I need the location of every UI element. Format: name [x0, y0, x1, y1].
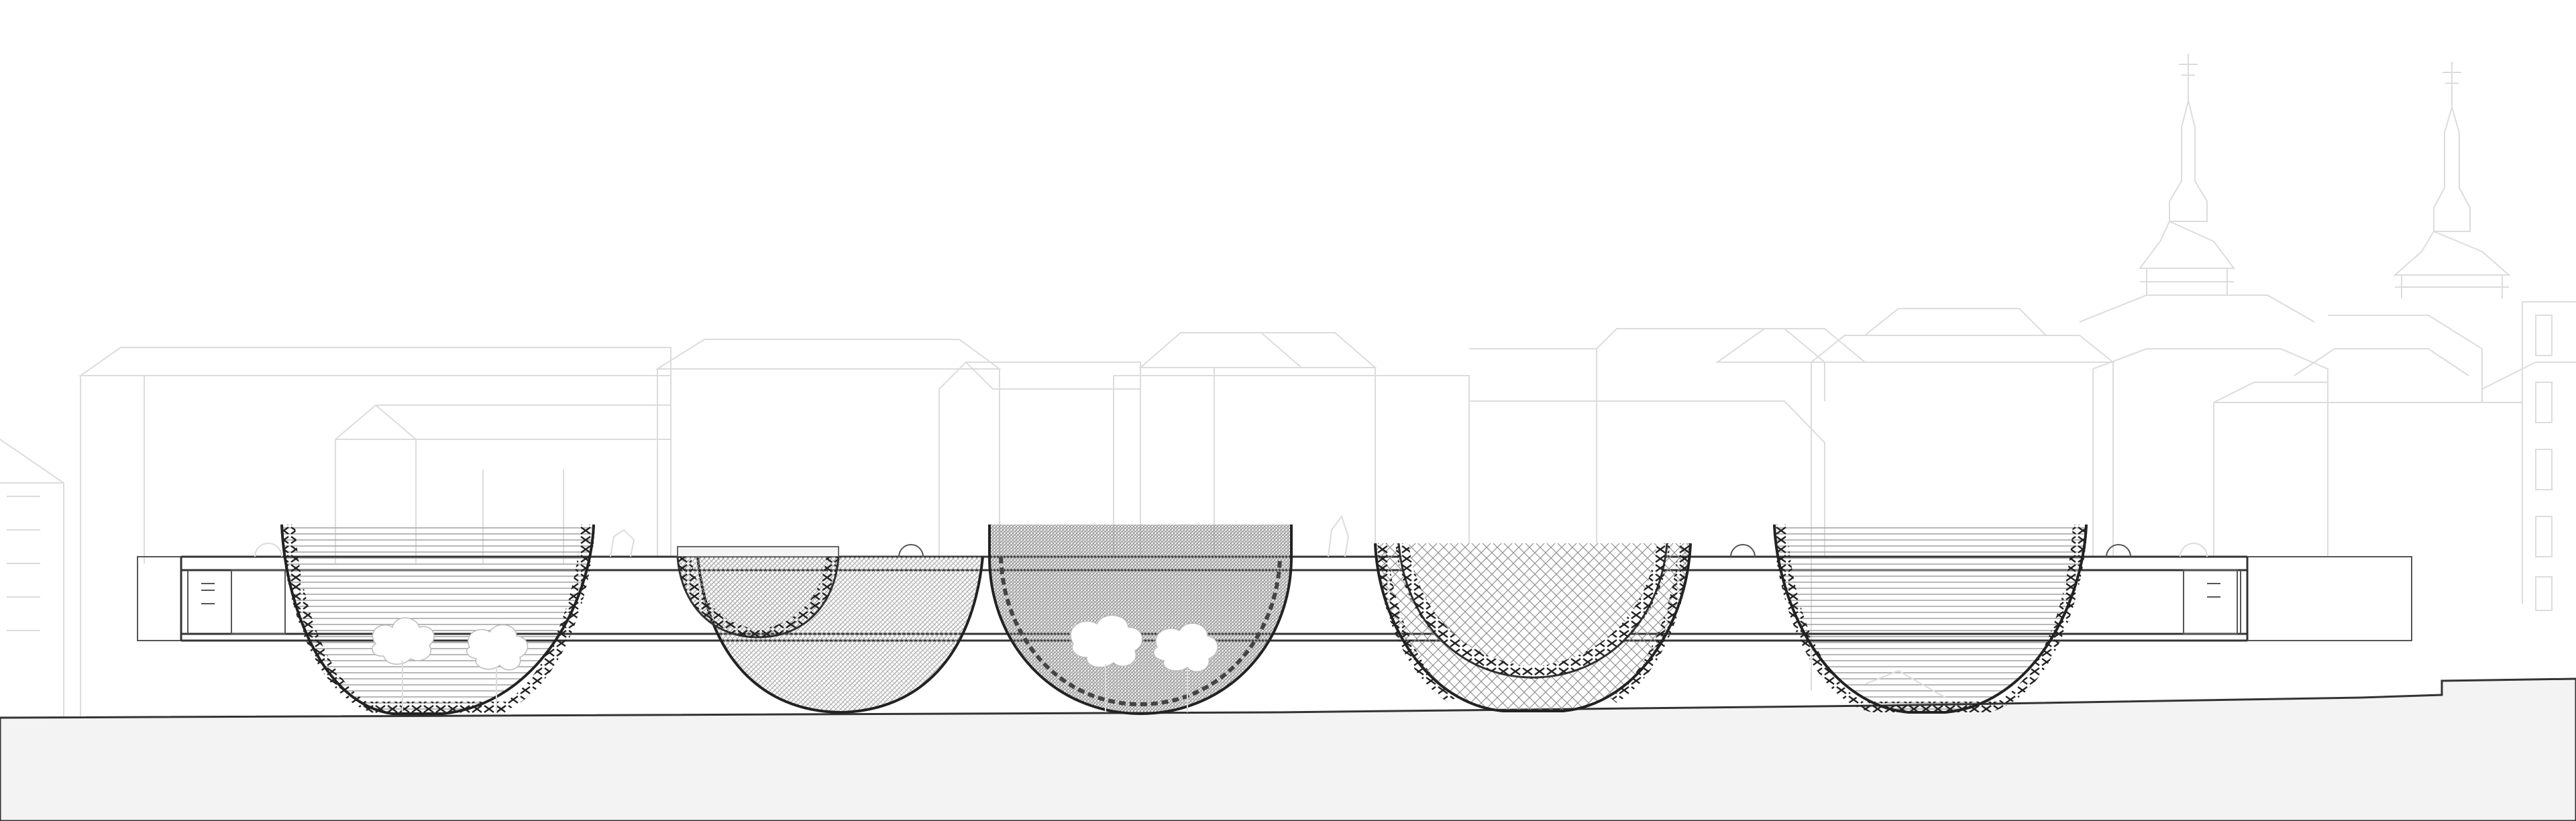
dome-1 — [280, 524, 595, 715]
dome-5 — [1773, 524, 2088, 714]
dome-4 — [1374, 543, 1692, 712]
roof-figures — [610, 514, 1350, 557]
dome-3-trees — [1070, 614, 1218, 712]
dome-2 — [676, 546, 984, 714]
dome-1-trees — [372, 617, 529, 712]
church-spire-right — [2393, 62, 2511, 298]
church-spire-left — [2139, 54, 2235, 295]
dome-3 — [988, 525, 1293, 716]
